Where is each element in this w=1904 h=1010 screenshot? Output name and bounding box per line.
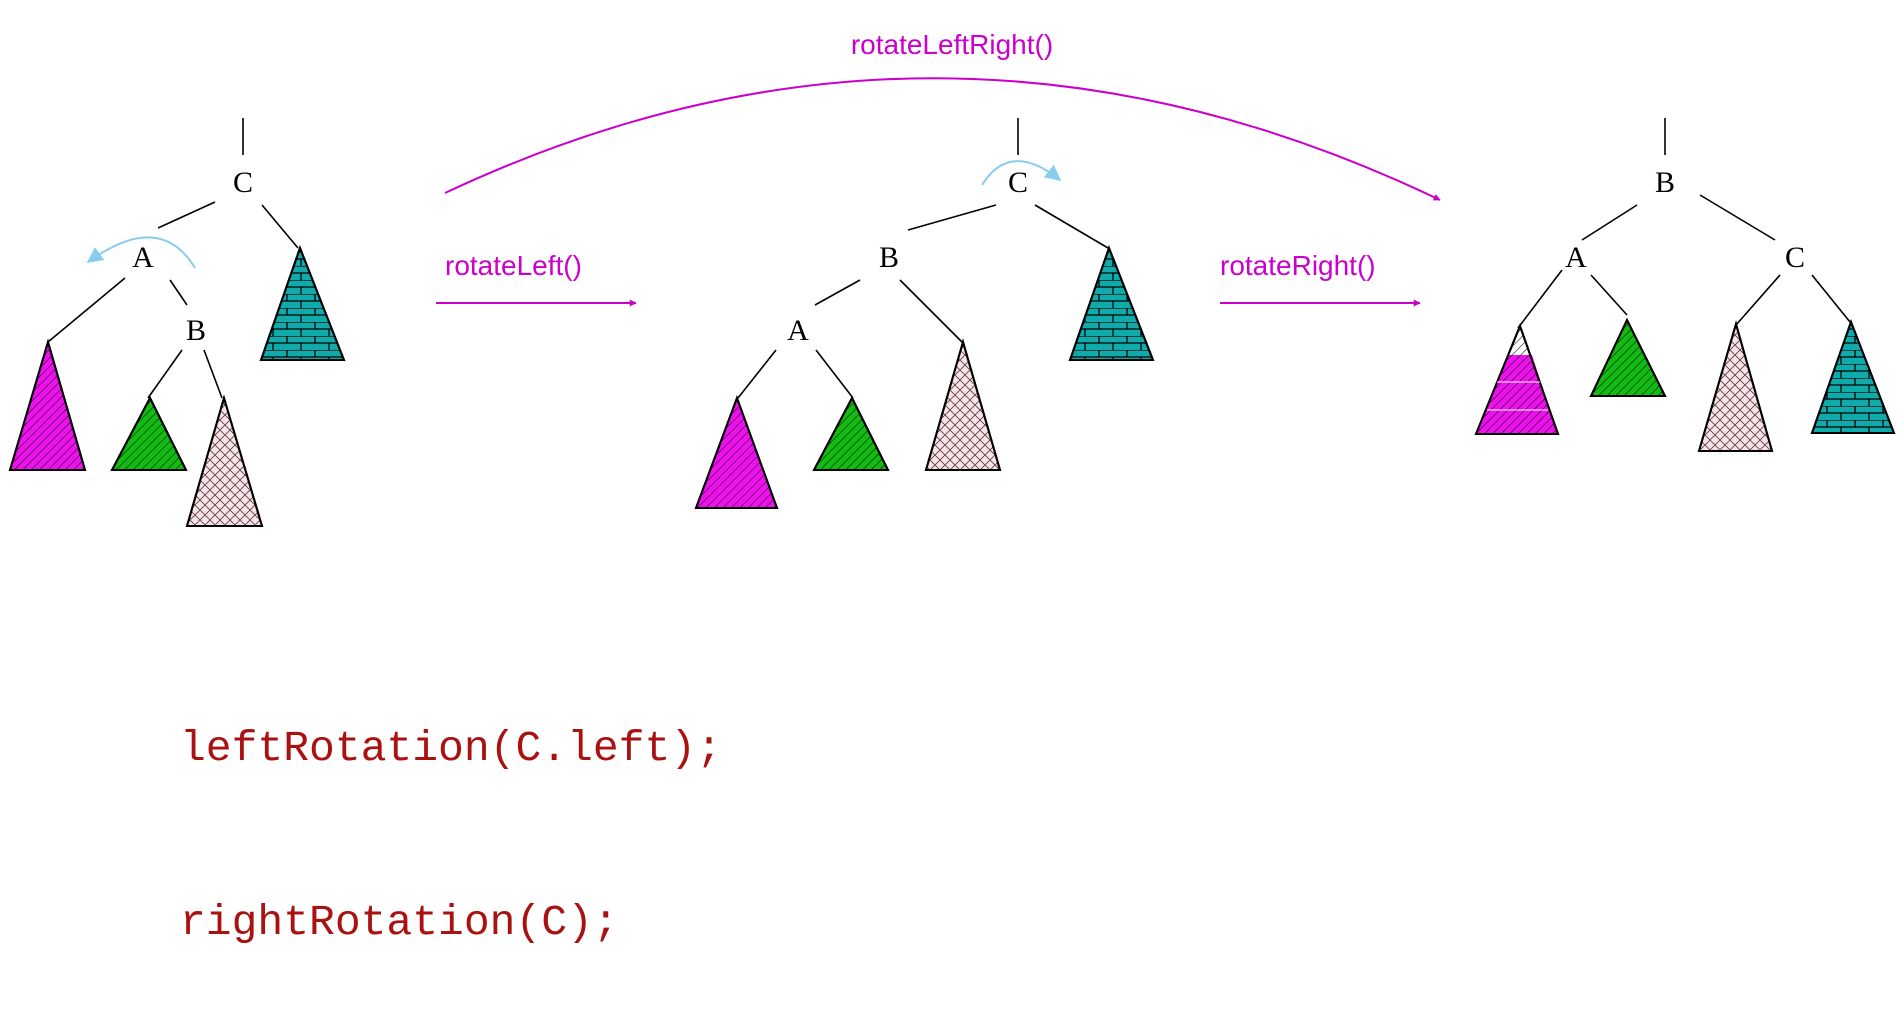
edge — [907, 204, 997, 231]
edge — [1811, 274, 1851, 323]
subtree-teal — [259, 245, 346, 361]
node-a: A — [787, 314, 809, 347]
rotate-left-arrow: rotateLeft() — [436, 250, 637, 307]
subtree-green — [110, 395, 188, 471]
subtree-magenta — [8, 338, 87, 471]
node-b: B — [186, 314, 206, 347]
subtree-magenta — [694, 395, 779, 509]
subtree-pink — [185, 394, 264, 527]
edge — [203, 349, 223, 399]
edge — [1735, 274, 1781, 326]
edge — [1581, 204, 1638, 241]
node-a: A — [132, 241, 154, 274]
subtree-teal — [1068, 245, 1155, 361]
rotate-left-right-label: rotateLeftRight() — [851, 29, 1053, 60]
code-line: rightRotation(C); — [180, 898, 619, 947]
rotation-hint-arrow — [86, 236, 196, 269]
node-c: C — [1008, 166, 1028, 199]
subtree-green — [812, 395, 890, 471]
rotate-left-label: rotateLeft() — [445, 250, 582, 281]
subtree-magenta — [1474, 323, 1560, 435]
node-c: C — [233, 166, 253, 199]
rotate-left-right-arrow: rotateLeftRight() — [444, 29, 1441, 201]
code-line: leftRotation(C.left); — [180, 724, 722, 773]
edge — [47, 277, 126, 343]
edge — [1590, 274, 1628, 316]
tree-intermediate: C B A — [694, 118, 1155, 509]
edge — [1034, 204, 1109, 249]
subtree-pink — [1697, 320, 1774, 452]
node-a: A — [1565, 241, 1587, 274]
node-b: B — [1655, 166, 1675, 199]
edge — [147, 349, 183, 399]
edge — [814, 279, 861, 306]
edge — [157, 201, 216, 229]
edge — [899, 279, 963, 343]
edge — [1517, 269, 1563, 329]
edge — [1699, 194, 1776, 241]
edge — [261, 204, 299, 249]
rotate-right-label: rotateRight() — [1220, 250, 1376, 281]
subtree-teal — [1810, 319, 1896, 434]
edge — [815, 349, 854, 399]
rotation-hint-arrow — [981, 160, 1062, 186]
rotate-right-arrow: rotateRight() — [1220, 250, 1421, 307]
subtree-pink — [924, 338, 1002, 471]
code-block: leftRotation(C.left); rightRotation(C); — [180, 604, 722, 1010]
edge — [737, 349, 777, 399]
tree-before: C A B — [8, 118, 346, 527]
node-c: C — [1785, 241, 1805, 274]
node-b: B — [879, 241, 899, 274]
edge — [169, 279, 188, 306]
tree-after: B A C — [1474, 118, 1896, 452]
double-rotation-diagram: C A B C B A — [8, 29, 1896, 527]
subtree-green — [1589, 317, 1667, 397]
